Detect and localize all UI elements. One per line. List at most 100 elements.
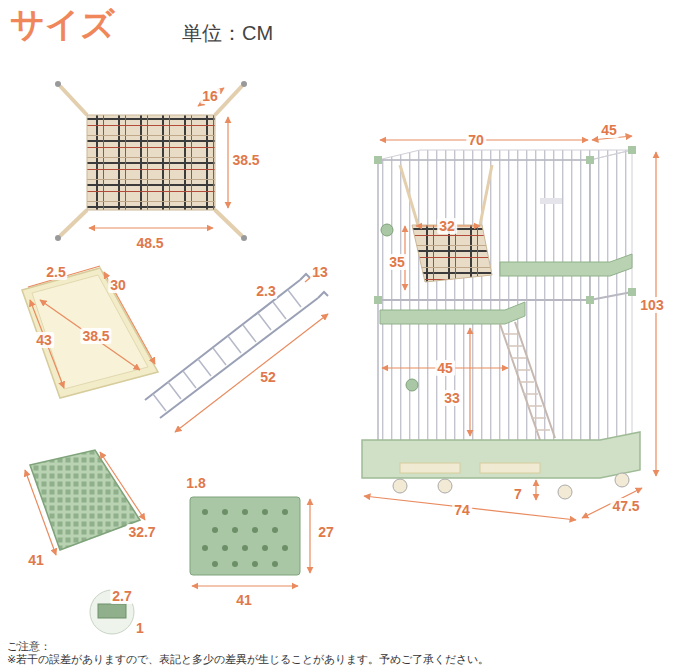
cage [615, 473, 629, 487]
hammock [87, 115, 215, 210]
dimension-value: 45 [435, 360, 455, 376]
shelf-plate [212, 561, 218, 567]
shelf-plate [272, 527, 278, 533]
dimension-value: 1 [134, 620, 146, 636]
cage [540, 198, 562, 204]
hammock [60, 86, 87, 115]
dimension-value: 45 [599, 122, 619, 138]
note-heading: ご注意： [5, 640, 53, 653]
litter-tray [22, 268, 158, 398]
floor-grid [30, 450, 140, 550]
cage [558, 485, 572, 499]
dimension-value: 48.5 [134, 235, 165, 251]
shelf-plate [252, 561, 258, 567]
dimension-line [364, 136, 656, 520]
cage [590, 292, 632, 300]
ladder [145, 268, 328, 432]
shelf-plate [192, 585, 298, 586]
cage [438, 479, 452, 493]
dimension-value: 16 [200, 88, 220, 104]
shelf-plate [242, 509, 248, 515]
hammock [60, 210, 87, 236]
cage [393, 479, 407, 493]
cage [362, 146, 640, 499]
cage [628, 146, 636, 154]
cage [400, 463, 460, 473]
cage [374, 156, 382, 164]
dimension-value: 38.5 [80, 328, 111, 344]
shelf-plate [232, 527, 238, 533]
dimension-value: 1.8 [184, 475, 207, 491]
dimension-value: 35 [387, 254, 407, 270]
shelf-plate [222, 509, 228, 515]
dimension-line [469, 328, 470, 436]
shelf-plate [262, 545, 268, 551]
dimension-value: 43 [34, 332, 54, 348]
litter-tray [32, 275, 148, 389]
unit-note: 単位：CM [180, 22, 275, 45]
dimension-value: 38.5 [230, 152, 261, 168]
dimension-value: 30 [108, 277, 128, 293]
cage [374, 146, 636, 304]
shelf-plate [202, 509, 288, 567]
dimension-value: 47.5 [610, 498, 641, 514]
cage [480, 463, 540, 473]
cage [378, 160, 590, 455]
dimension-line [364, 496, 576, 520]
shelf-plate [202, 509, 208, 515]
cage [500, 254, 632, 276]
shelf-plate [252, 527, 258, 533]
shelf-plate [309, 499, 310, 573]
dimension-line [535, 480, 536, 500]
litter-tray [22, 266, 158, 398]
cage [586, 156, 594, 164]
cage [362, 432, 640, 478]
title: サイズ [10, 6, 115, 43]
floor-grid [100, 452, 145, 520]
dimension-value: 103 [638, 297, 665, 313]
shelf-plate [190, 497, 310, 586]
dimension-line [89, 88, 228, 228]
cage [406, 379, 418, 391]
note-text: ※若干の誤差がありますので、表記と多少の差異が生じることがあります。予めご了承く… [5, 653, 491, 666]
floor-grid [98, 604, 126, 618]
dimension-value: 27 [316, 524, 336, 540]
dimension-value: 74 [452, 502, 472, 518]
hammock [55, 235, 61, 241]
shelf-plate [202, 545, 208, 551]
dimension-value: 33 [442, 390, 462, 406]
shelf-plate [222, 545, 228, 551]
shelf-plate [272, 561, 278, 567]
dimension-value: 2.3 [254, 283, 277, 299]
dimension-value: 41 [26, 552, 46, 568]
hammock [241, 81, 247, 87]
cage [480, 165, 492, 225]
hammock [215, 210, 242, 236]
cage [515, 322, 555, 438]
cage [374, 296, 382, 304]
cage [381, 224, 393, 236]
dimension-line [89, 227, 213, 228]
cage [586, 296, 594, 304]
dimension-value: 32 [437, 218, 457, 234]
dimension-value: 2.7 [110, 588, 133, 604]
cage [628, 288, 636, 296]
dimension-value: 41 [234, 592, 254, 608]
shelf-plate [232, 561, 238, 567]
dimension-line [198, 88, 224, 106]
dimension-value: 52 [258, 369, 278, 385]
floor-grid [25, 450, 145, 634]
shelf-plate [262, 509, 268, 515]
hammock [55, 81, 61, 87]
hammock [241, 235, 247, 241]
dimension-value: 70 [466, 132, 486, 148]
ladder [175, 314, 328, 432]
shelf-plate [190, 497, 300, 575]
cage [503, 334, 550, 430]
dimension-value: 32.7 [126, 524, 157, 540]
ladder [153, 290, 301, 411]
dimension-value: 7 [512, 486, 524, 502]
cage [378, 299, 590, 301]
hammock [55, 81, 247, 241]
shelf-plate [282, 545, 288, 551]
